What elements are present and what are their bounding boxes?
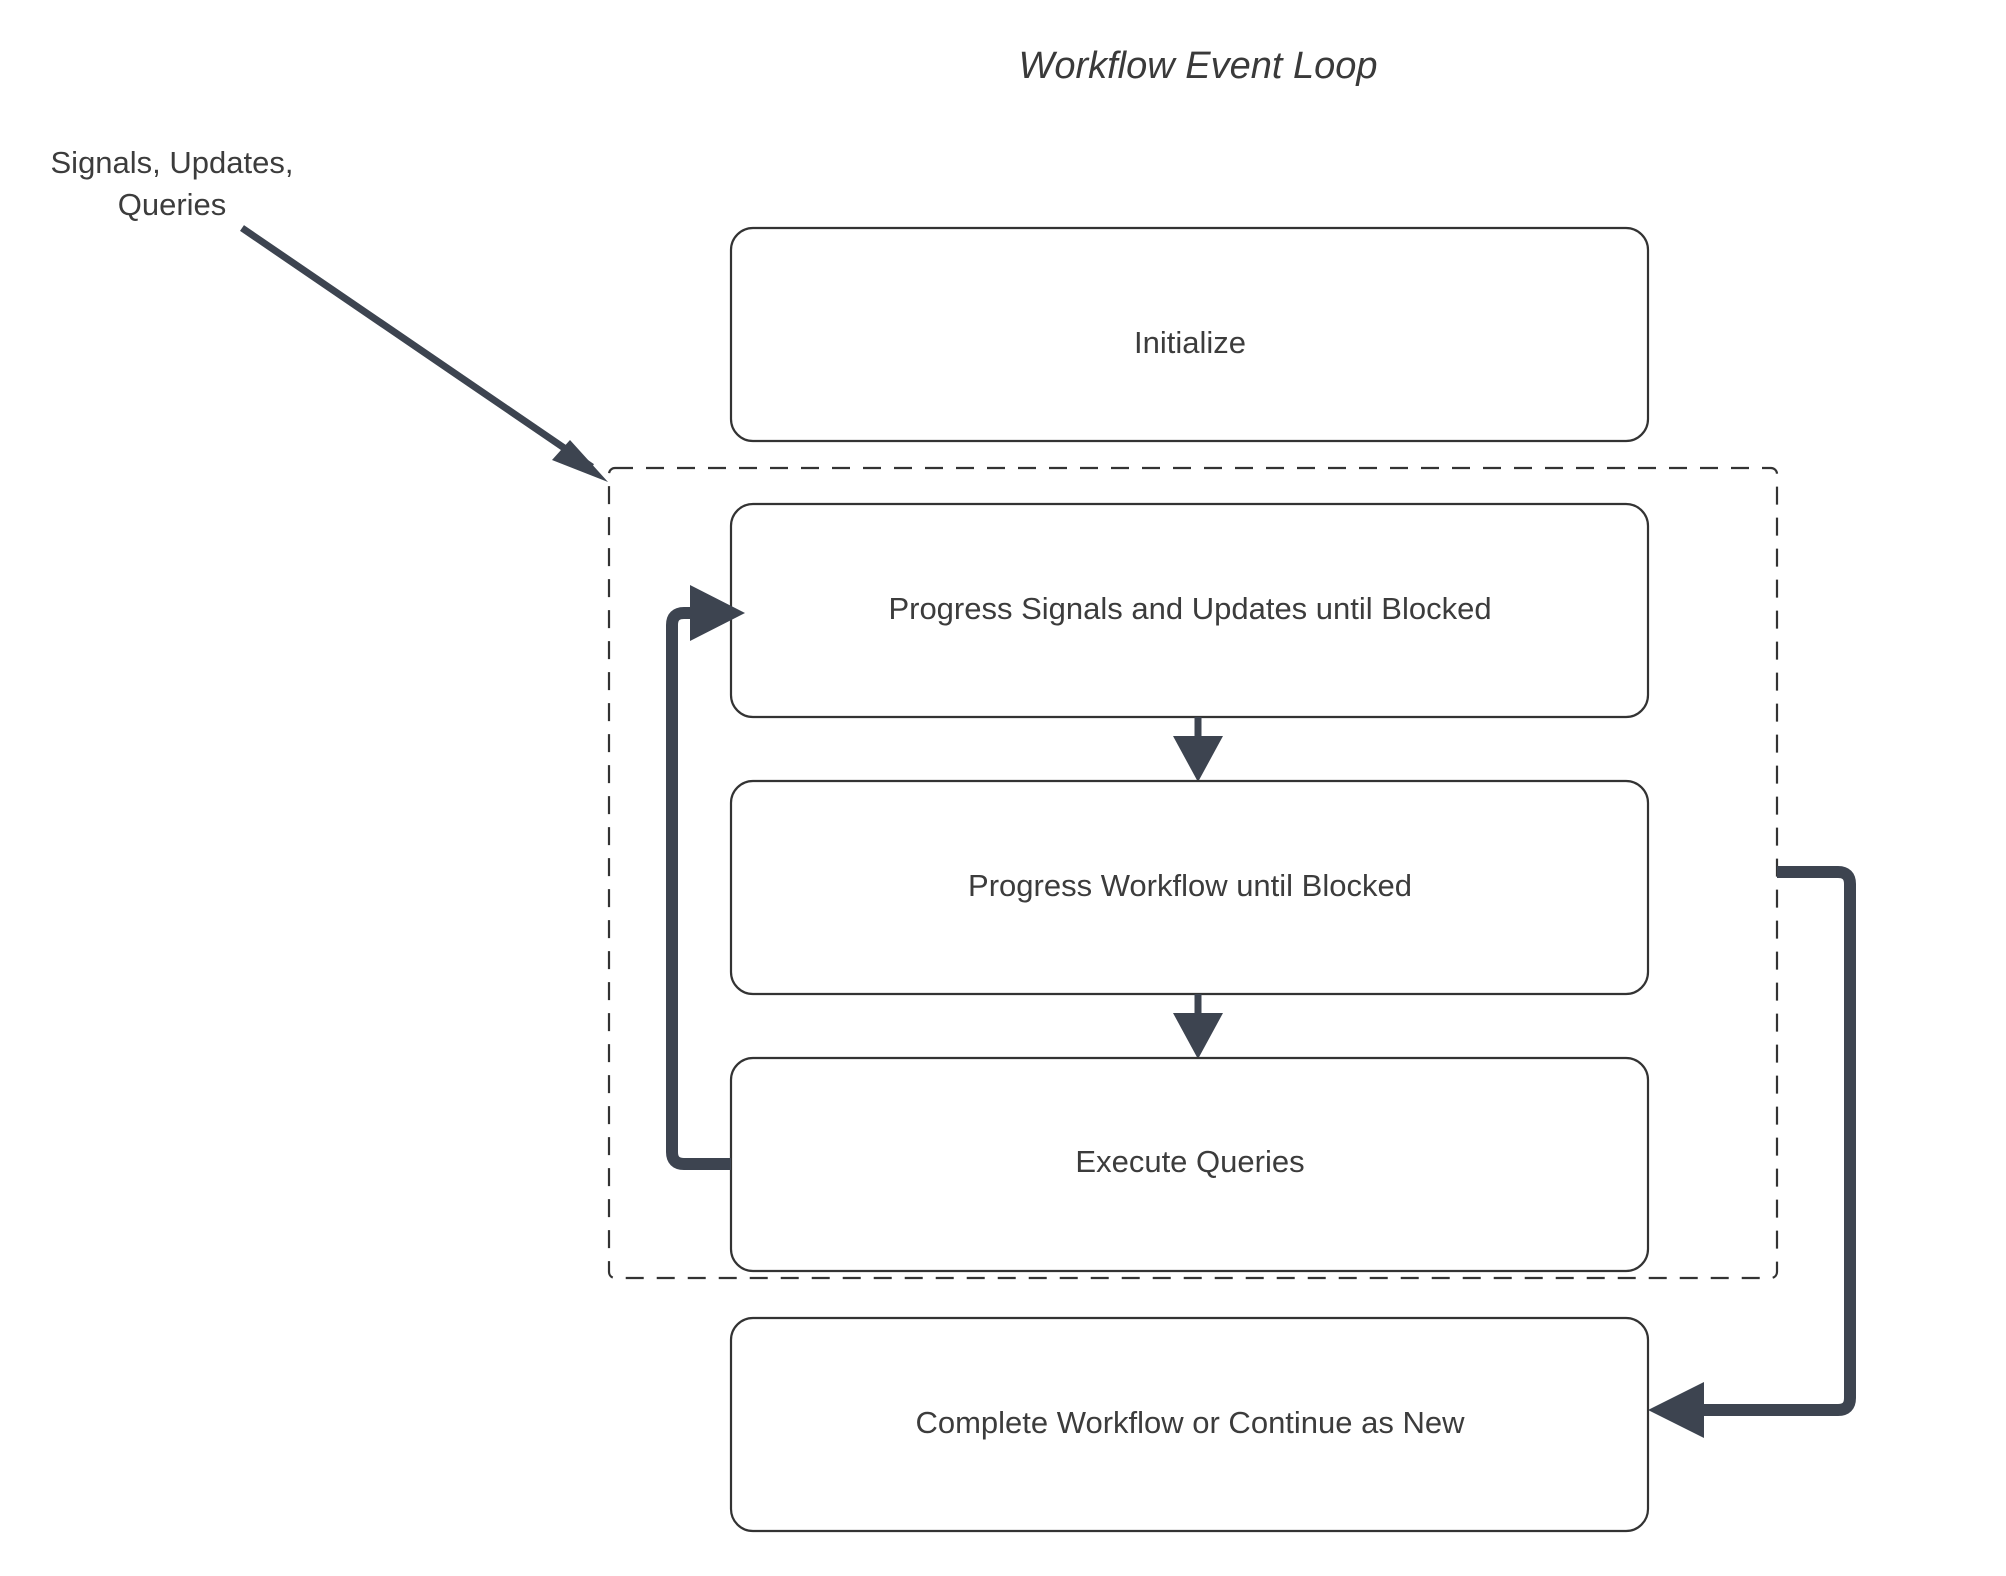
node-initialize[interactable] xyxy=(729,226,1650,443)
node-initialize-label: Initialize xyxy=(1134,325,1246,360)
edge-workflow-to-queries-arrowhead xyxy=(1173,1013,1223,1059)
edge-loopback-queries-to-signals-line xyxy=(666,607,731,1170)
node-progress-signals-and-updates-label: Progress Signals and Updates until Block… xyxy=(888,591,1491,626)
node-progress-workflow[interactable] xyxy=(729,779,1650,996)
input-edge-label-line2: Queries xyxy=(118,187,227,222)
page-title: Workflow Event Loop xyxy=(1018,45,1377,87)
node-complete-workflow-label: Complete Workflow or Continue as New xyxy=(915,1405,1465,1440)
node-execute-queries-label: Execute Queries xyxy=(1075,1144,1304,1179)
node-complete-workflow[interactable] xyxy=(729,1316,1650,1533)
edge-loop-to-complete-line xyxy=(1700,866,1856,1416)
node-progress-workflow-label: Progress Workflow until Blocked xyxy=(968,868,1412,903)
input-edge-arrowhead xyxy=(552,440,608,482)
input-edge-label-line1: Signals, Updates, xyxy=(51,145,294,180)
input-edge-line xyxy=(240,225,594,470)
edge-loopback-queries-to-signals-arrowhead xyxy=(690,585,745,641)
edge-signals-to-workflow-arrowhead xyxy=(1173,736,1223,782)
edge-loop-to-complete-arrowhead xyxy=(1648,1382,1704,1438)
